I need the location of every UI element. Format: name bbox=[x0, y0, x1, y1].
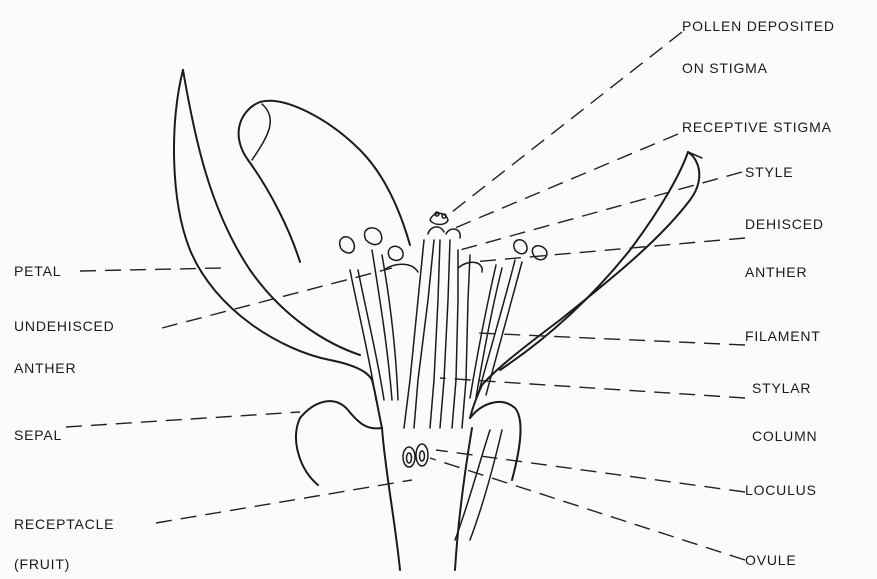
label-receptive-stigma: RECEPTIVE STIGMA bbox=[682, 119, 832, 135]
label-receptacle: RECEPTACLE bbox=[14, 516, 114, 532]
label-sepal: SEPAL bbox=[14, 427, 62, 443]
label-undehisced-anther: ANTHER bbox=[14, 360, 76, 376]
ovule-drawing bbox=[403, 444, 428, 467]
left-petal-drawing bbox=[174, 70, 372, 380]
label-filament: FILAMENT bbox=[745, 328, 821, 344]
label-pollen-deposited: POLLEN DEPOSITED bbox=[682, 18, 835, 34]
rear-petal-drawing bbox=[239, 101, 410, 262]
leader-receptive-stigma bbox=[455, 134, 678, 228]
label-on-stigma: ON STIGMA bbox=[682, 60, 768, 76]
leader-undehisced-anther bbox=[162, 268, 392, 328]
leader-style bbox=[460, 172, 742, 250]
right-petal-drawing bbox=[482, 152, 702, 385]
leader-lines bbox=[66, 32, 745, 560]
label-style: STYLE bbox=[745, 164, 793, 180]
label-ovule: OVULE bbox=[745, 552, 796, 568]
leader-sepal bbox=[66, 412, 300, 427]
leader-receptacle bbox=[156, 480, 412, 523]
leader-filament bbox=[478, 333, 745, 345]
label-dehisced-anther: ANTHER bbox=[745, 264, 807, 280]
leader-pollen bbox=[452, 32, 682, 212]
receptacle-drawing bbox=[296, 380, 521, 570]
styles-drawing bbox=[404, 212, 470, 428]
label-dehisced: DEHISCED bbox=[745, 216, 824, 232]
label-fruit: (FRUIT) bbox=[14, 556, 70, 572]
label-loculus: LOCULUS bbox=[745, 482, 817, 498]
leader-loculus bbox=[436, 450, 745, 492]
label-petal: PETAL bbox=[14, 263, 61, 279]
leader-dehisced-anther bbox=[472, 238, 745, 262]
label-undehisced: UNDEHISCED bbox=[14, 318, 115, 334]
label-column: COLUMN bbox=[752, 428, 817, 444]
label-stylar: STYLAR bbox=[752, 380, 811, 396]
leader-ovule bbox=[430, 458, 745, 560]
